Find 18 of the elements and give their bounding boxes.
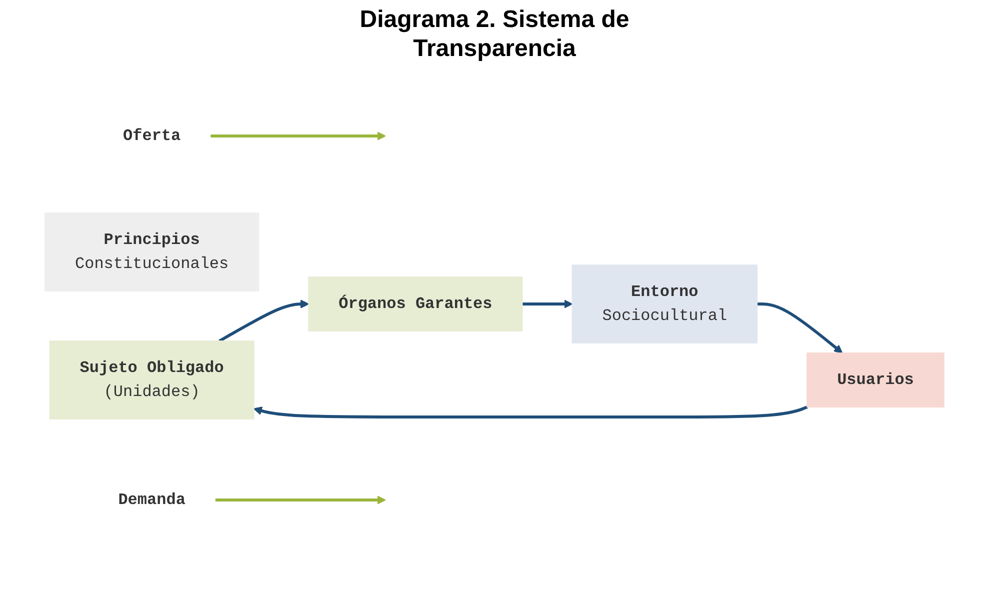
node-label: Órganos Garantes [338,294,492,313]
process-box [308,276,523,332]
arrow [218,299,310,342]
node-label: Demanda [118,490,186,509]
node-label: Sujeto Obligado (Unidades) [80,358,224,401]
process-box [572,264,758,344]
node-label: Entorno Sociocultural [602,282,728,325]
process-box [49,340,254,420]
arrow [253,405,808,418]
arrow [215,495,386,504]
arrow [757,302,843,353]
process-box [806,352,944,408]
node-label: Oferta [123,126,181,145]
node-label: Usuarios [837,370,914,389]
arrow [522,299,573,308]
diagram-title: Diagrama 2. Sistema de Transparencia [358,6,630,64]
node-label: Principios Constitucionales [75,230,229,273]
arrow [210,131,386,140]
